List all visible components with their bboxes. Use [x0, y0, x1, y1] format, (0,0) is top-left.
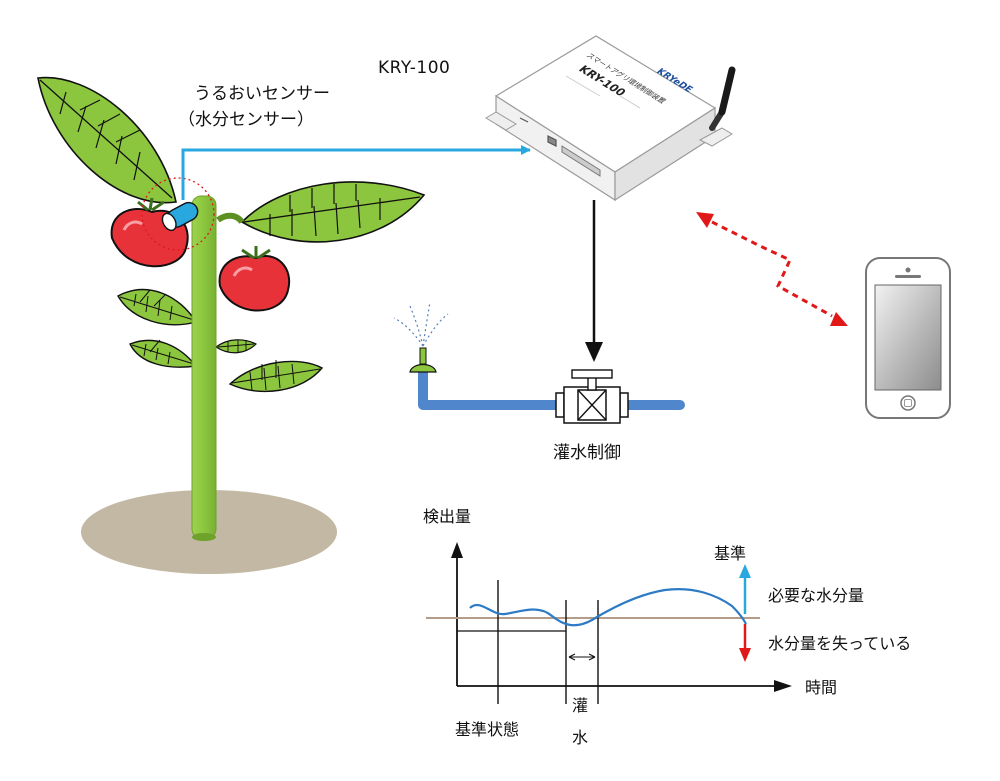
- leaf-top-right: [216, 181, 426, 243]
- moisture-sensor: [141, 177, 215, 251]
- leaf-small-right: [214, 339, 258, 354]
- moisture-curve: [469, 588, 747, 627]
- smartphone-icon: [865, 257, 951, 419]
- irrigation-control-label: 灌水制御: [553, 443, 621, 463]
- leaf-mid-left: [117, 288, 198, 326]
- plant-illustration: [37, 76, 426, 574]
- leaf-top-left: [37, 76, 177, 204]
- wireless-link: [696, 212, 848, 326]
- sensor-label-line1: うるおいセンサー: [194, 84, 330, 104]
- graph-x-axis-label: 時間: [805, 678, 838, 697]
- losing-moisture-label: 水分量を失っている: [768, 634, 912, 653]
- leaf-lower-right: [228, 360, 324, 393]
- leaf-lower-left: [129, 339, 198, 368]
- control-valve-icon: [555, 369, 629, 424]
- tomato-lower: [218, 246, 291, 312]
- device-model-label: KRY-100: [378, 58, 451, 78]
- antenna: [709, 66, 736, 131]
- sensor-to-device-arrow: [181, 145, 531, 200]
- device-kry100: スマートアグリ環境制御装置 KRY-100 KRYeDE: [485, 35, 736, 202]
- water-pipe: [418, 365, 685, 410]
- sprinkler-icon: [393, 301, 449, 373]
- graph-y-axis-label: 検出量: [423, 507, 472, 526]
- lose-arrow: [739, 624, 751, 662]
- baseline-state-label: 基準状態: [455, 720, 520, 739]
- need-arrow: [739, 564, 751, 614]
- device-to-valve-arrow: [585, 200, 603, 362]
- sensor-label-line2: （水分センサー）: [178, 110, 314, 130]
- reference-label: 基準: [714, 544, 747, 563]
- irrigation-system: [393, 301, 685, 424]
- plant-stem: [191, 195, 217, 539]
- needed-moisture-label: 必要な水分量: [768, 586, 865, 605]
- moisture-graph: [426, 542, 792, 704]
- irrigation-duration-arrow: [568, 653, 596, 661]
- irrigation-mark-label: 灌水: [571, 696, 588, 747]
